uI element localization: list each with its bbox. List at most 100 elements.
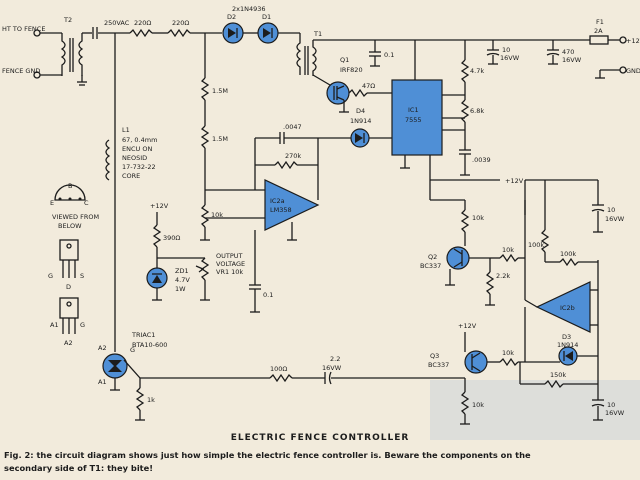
c01-mid-label: 0.1 bbox=[263, 291, 273, 299]
r1k-label: 1k bbox=[147, 396, 155, 404]
transistor-q2: Q2 BC337 bbox=[420, 246, 470, 270]
resistor-10k-c: 10k bbox=[499, 246, 519, 263]
resistor-10k-a: 10k bbox=[200, 204, 223, 228]
r390-label: 390Ω bbox=[163, 234, 180, 242]
fuse-val-label: 2A bbox=[594, 27, 603, 35]
c0039-label: .0039 bbox=[472, 156, 491, 164]
zd1-label: ZD1 bbox=[175, 267, 189, 275]
l1-label: L1 bbox=[122, 126, 130, 134]
resistor-2.2k: 2.2k bbox=[485, 271, 510, 295]
r10k-c-label: 10k bbox=[502, 246, 514, 254]
c01-top-label: 0.1 bbox=[384, 51, 394, 59]
r47-label: 47Ω bbox=[362, 82, 375, 90]
ht-fence-label: HT TO FENCE bbox=[2, 25, 45, 33]
q1-label: Q1 bbox=[340, 56, 349, 64]
viewed2-label: BELOW bbox=[58, 222, 82, 230]
resistor-100k-a: 100k bbox=[528, 229, 550, 253]
capacitor-10-bottom: 10 16VW bbox=[591, 399, 625, 421]
resistor-10k-e: 10k bbox=[460, 391, 484, 415]
transformer-t1: T1 bbox=[296, 30, 322, 76]
potentiometer-vr1: OUTPUT VOLTAGE VR1 10k bbox=[195, 252, 245, 281]
pin-a2-label: A2 bbox=[64, 339, 73, 347]
r270k-label: 270k bbox=[285, 152, 301, 160]
opamp-ic2b: IC2b bbox=[535, 281, 591, 333]
t2-label: T2 bbox=[63, 16, 72, 24]
r15m-a-label: 1.5M bbox=[212, 87, 228, 95]
c10-mid-label: 10 bbox=[607, 206, 615, 214]
capacitor-10-top: 10 16VW bbox=[486, 40, 520, 65]
l1-desc1: 67, 0.4mm bbox=[122, 136, 157, 144]
resistor-1.5m-a: 1.5M bbox=[200, 77, 228, 101]
vr1-label: VR1 10k bbox=[216, 268, 243, 276]
plus12-a-label: +12V bbox=[150, 202, 169, 210]
capacitor-10-mid: 10 16VW bbox=[591, 204, 625, 233]
zd1-v-label: 4.7V bbox=[175, 276, 190, 284]
c10-top-label: 10 bbox=[502, 46, 510, 54]
triac-pinout: A1 G A2 bbox=[50, 297, 85, 347]
resistor-47: 47Ω bbox=[348, 82, 375, 98]
d2-label: D2 bbox=[227, 13, 236, 21]
ic1-7555: IC1 7555 bbox=[391, 79, 443, 156]
r100k-b-label: 100k bbox=[560, 250, 576, 258]
gnd-input-terminal: GND bbox=[595, 66, 640, 79]
capacitor-250vac: 250VAC bbox=[92, 19, 130, 39]
capacitor-0039: .0039 bbox=[459, 149, 491, 176]
r15m-b-label: 1.5M bbox=[212, 135, 228, 143]
r10k-a-label: 10k bbox=[211, 211, 223, 219]
diode-d2: D2 bbox=[222, 13, 244, 44]
caption-line1: Fig. 2: the circuit diagram shows just h… bbox=[4, 450, 531, 460]
triac1-part-label: BTA10-600 bbox=[132, 341, 167, 349]
ic2a-part-label: LM358 bbox=[270, 206, 292, 214]
transformer-t2: T2 bbox=[60, 16, 87, 86]
cap250vac-label: 250VAC bbox=[104, 19, 130, 27]
zd1-w-label: 1W bbox=[175, 285, 186, 293]
pin-d-label: D bbox=[66, 283, 71, 291]
capacitor-2.2: 2.2 16VW bbox=[322, 355, 342, 385]
pin-a1-label: A1 bbox=[50, 321, 59, 329]
c0047-label: .0047 bbox=[283, 123, 302, 131]
caption-line2: secondary side of T1: they bite! bbox=[4, 463, 153, 473]
resistor-220a: 220Ω bbox=[129, 19, 153, 38]
c470-label: 470 bbox=[562, 48, 574, 56]
r22k-label: 2.2k bbox=[496, 272, 510, 280]
gnd-in-label: GND bbox=[626, 67, 640, 75]
pin-b-label: B bbox=[68, 182, 72, 190]
resistor-4.7k: 4.7k bbox=[460, 59, 484, 83]
resistor-100k-b: 100k bbox=[559, 250, 579, 267]
capacitor-0.1-mid: 0.1 bbox=[249, 284, 273, 313]
r220a-label: 220Ω bbox=[134, 19, 151, 27]
l1-desc2: ENCU ON bbox=[122, 145, 152, 153]
r150k-label: 150k bbox=[550, 371, 566, 379]
ic2a-label: IC2a bbox=[270, 197, 285, 205]
l1-desc4: 17-732-22 bbox=[122, 163, 156, 171]
ht-fence-terminal: HT TO FENCE bbox=[2, 25, 62, 37]
diagram-title: ELECTRIC FENCE CONTROLLER bbox=[231, 433, 410, 443]
pin-c-label: C bbox=[84, 199, 89, 207]
r100-label: 100Ω bbox=[270, 365, 287, 373]
diode-d1: D1 bbox=[257, 13, 279, 44]
d3-part-label: 1N914 bbox=[557, 341, 578, 349]
resistor-1k: 1k bbox=[135, 387, 155, 411]
c10-top-v-label: 16VW bbox=[500, 54, 520, 62]
resistor-6.8k: 6.8k bbox=[460, 99, 484, 123]
triac-g-label: G bbox=[130, 346, 135, 354]
d1-label: D1 bbox=[262, 13, 271, 21]
diode-d4: D4 1N914 bbox=[350, 107, 371, 148]
resistor-220b: 220Ω bbox=[167, 19, 191, 38]
q3-label: Q3 bbox=[430, 352, 439, 360]
transistor-pinout-view: B E C VIEWED FROM BELOW bbox=[50, 182, 99, 230]
c10-mid-v-label: 16VW bbox=[605, 215, 625, 223]
v12-in-label: +12V bbox=[626, 37, 640, 45]
ic1-label: IC1 bbox=[408, 106, 419, 114]
resistor-150k: 150k bbox=[544, 371, 566, 389]
capacitor-0.1-top: 0.1 bbox=[369, 40, 394, 67]
inductor-l1: L1 67, 0.4mm ENCU ON NEOSID 17-732-22 CO… bbox=[105, 126, 157, 181]
viewed1-label: VIEWED FROM bbox=[52, 213, 99, 221]
d12-part-label: 2x1N4936 bbox=[232, 5, 266, 13]
triac-a2-label: A2 bbox=[98, 344, 107, 352]
q2-label: Q2 bbox=[428, 253, 437, 261]
t1-label: T1 bbox=[313, 30, 322, 38]
resistor-390: 390Ω bbox=[152, 224, 180, 248]
